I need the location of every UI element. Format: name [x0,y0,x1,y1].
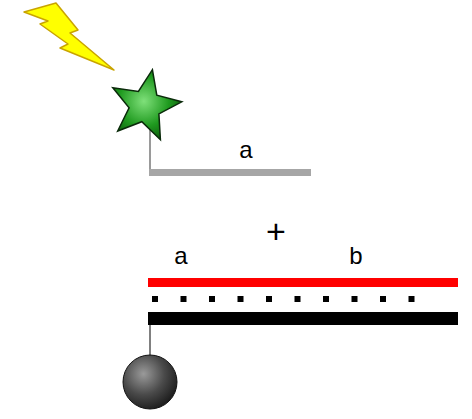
base-pairs [152,296,415,302]
base-pair-dot [181,296,187,302]
base-pair-dot [238,296,244,302]
base-pair-dot [266,296,272,302]
base-pair-dot [380,296,386,302]
target-strand [148,278,458,287]
domain-label: a [174,244,187,268]
plus-sign: + [266,214,286,248]
base-pair-dot [295,296,301,302]
base-pair-dot [209,296,215,302]
probe-strand [149,169,311,176]
linker-line [149,125,151,176]
capture-strand [148,312,458,325]
fluorophore-star [113,70,182,140]
base-pair-dot [152,296,158,302]
domain-label: a [239,138,252,162]
domain-label: b [349,244,362,268]
base-pair-dot [323,296,329,302]
base-pair-dot [352,296,358,302]
base-pair-dot [409,296,415,302]
bead-linker [149,325,151,358]
lightning-bolt [24,3,114,70]
bead [123,355,177,409]
